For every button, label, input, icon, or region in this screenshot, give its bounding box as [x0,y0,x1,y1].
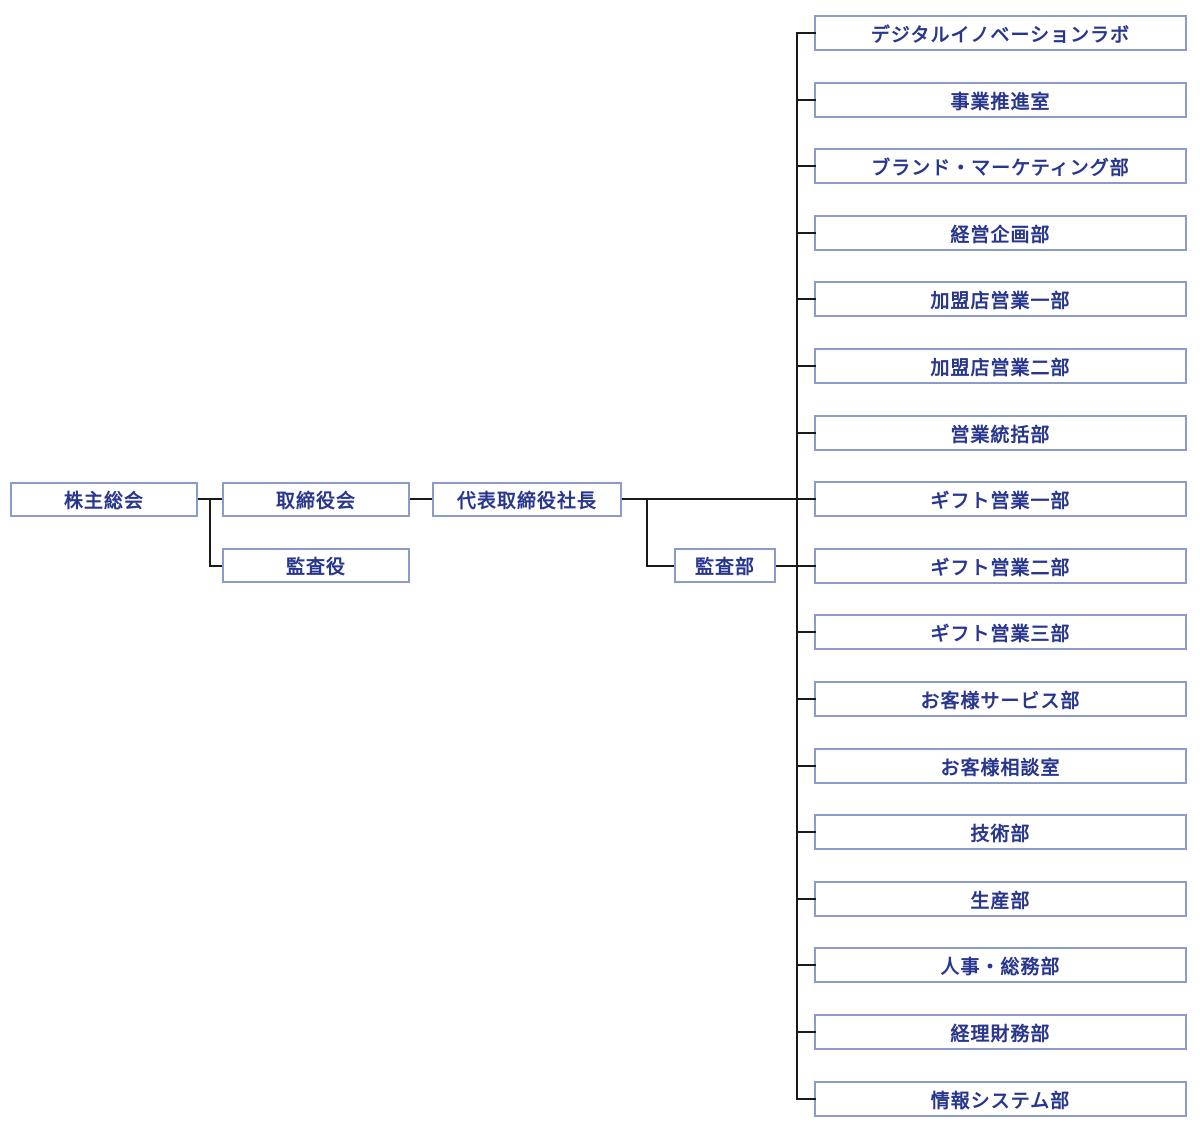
org-box-department: 加盟店営業二部 [814,348,1187,384]
connector-line [796,831,816,833]
org-box-audit-dept: 監査部 [674,548,776,583]
department-label: 営業統括部 [950,424,1051,446]
department-label: お客様相談室 [940,757,1061,779]
connector-line [622,498,798,500]
department-label: 加盟店営業二部 [930,357,1071,379]
connector-line [796,565,816,567]
org-box-department: 生産部 [814,881,1187,917]
department-label: 経理財務部 [950,1023,1051,1045]
department-label: ブランド・マーケティング部 [871,157,1130,179]
connector-line [410,498,432,500]
org-box-auditor: 監査役 [222,548,410,583]
department-label: 生産部 [970,890,1031,912]
audit-dept-label: 監査部 [694,557,755,578]
org-box-department: ギフト営業三部 [814,614,1187,650]
connector-line [796,32,816,34]
department-label: デジタルイノベーションラボ [870,24,1131,46]
org-box-department: ギフト営業二部 [814,548,1187,584]
org-box-department: ブランド・マーケティング部 [814,148,1187,184]
connector-line [796,432,816,434]
connector-line [796,298,816,300]
board-label: 取締役会 [275,491,356,512]
connector-line [796,631,816,633]
connector-line [796,1031,816,1033]
department-label: 技術部 [970,823,1031,845]
connector-line [796,964,816,966]
shareholders-label: 株主総会 [63,491,144,512]
org-box-department: 営業統括部 [814,415,1187,451]
org-box-department: 情報システム部 [814,1081,1187,1117]
org-box-board: 取締役会 [222,482,410,517]
department-label: 人事・総務部 [940,956,1061,978]
connector-line [209,498,211,567]
connector-line [796,99,816,101]
connector-line [796,365,816,367]
connector-line [796,1098,816,1100]
org-box-department: お客様相談室 [814,748,1187,784]
connector-line [796,232,816,234]
department-label: ギフト営業三部 [930,623,1071,645]
connector-line [646,498,648,567]
department-label: 情報システム部 [930,1090,1071,1112]
president-label: 代表取締役社長 [456,491,597,512]
org-box-department: ギフト営業一部 [814,481,1187,517]
org-box-president: 代表取締役社長 [432,482,622,517]
department-label: 加盟店営業一部 [930,290,1071,312]
org-box-department: 経営企画部 [814,215,1187,251]
org-box-department: デジタルイノベーションラボ [814,15,1187,51]
org-box-department: 加盟店営業一部 [814,281,1187,317]
org-box-department: 経理財務部 [814,1014,1187,1050]
auditor-label: 監査役 [285,557,346,578]
department-label: ギフト営業二部 [930,557,1071,579]
connector-line [796,165,816,167]
org-box-department: 人事・総務部 [814,947,1187,983]
department-label: ギフト営業一部 [930,490,1071,512]
department-label: 事業推進室 [950,91,1051,113]
connector-line [646,565,674,567]
connector-line [796,698,816,700]
org-box-department: 技術部 [814,814,1187,850]
org-box-department: 事業推進室 [814,82,1187,118]
connector-line [796,765,816,767]
org-box-department: お客様サービス部 [814,681,1187,717]
connector-line [209,565,222,567]
connector-line [796,498,816,500]
org-box-shareholders: 株主総会 [10,482,198,517]
connector-line [776,565,798,567]
department-label: お客様サービス部 [920,690,1081,712]
connector-line [796,898,816,900]
department-label: 経営企画部 [950,224,1051,246]
